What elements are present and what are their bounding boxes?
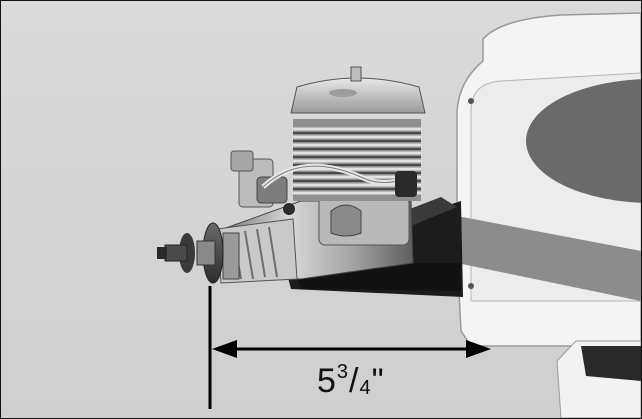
fuselage-oval-decal: [526, 79, 641, 203]
dimension-whole: 5: [317, 362, 337, 400]
dimension-unit: ": [371, 362, 385, 400]
dimension-arrow-left: [212, 340, 237, 358]
prop-hub: [157, 222, 224, 284]
dimension-annotation: [208, 286, 491, 409]
carburetor: [230, 150, 295, 215]
dimension-numerator: 3: [336, 361, 350, 383]
dimension-slash: /: [349, 362, 360, 400]
dimension-arrow-right: [466, 340, 491, 358]
fuselage-stripe: [457, 216, 641, 301]
dimension-denominator: 4: [359, 377, 372, 399]
dimension-label: 53/4": [317, 361, 385, 401]
fuselage: [456, 12, 641, 418]
engine: [216, 66, 426, 284]
